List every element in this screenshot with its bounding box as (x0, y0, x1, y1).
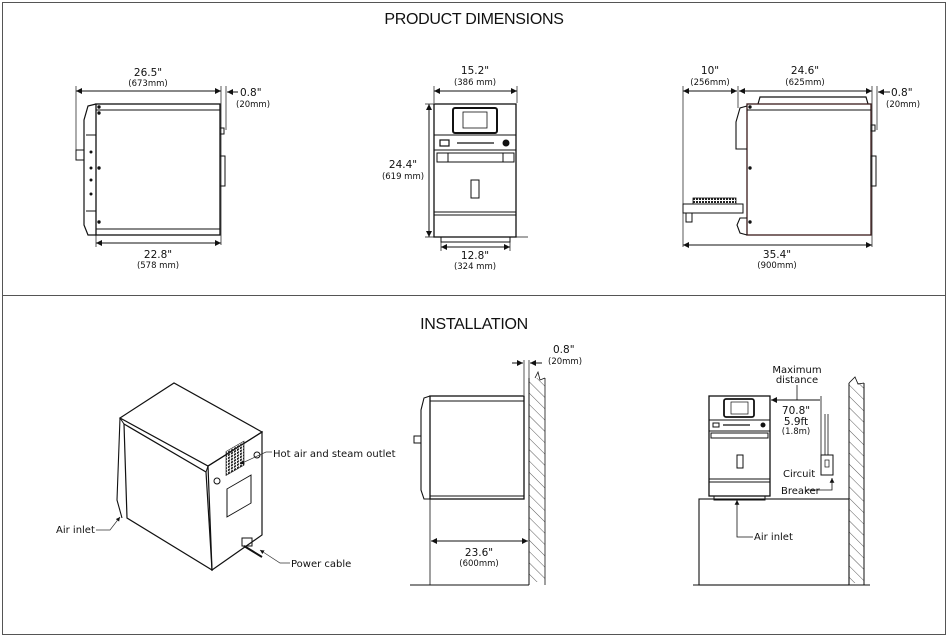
power-socket (241, 537, 253, 547)
distance-feet: 5.9ft (784, 416, 808, 428)
oven-front (708, 395, 771, 497)
wall-clearance-view (410, 360, 546, 586)
oven-body (95, 103, 221, 236)
rear-panel (226, 474, 252, 518)
installation-panel: INSTALLATION (2, 295, 946, 635)
overall-depth-metric: (673mm) (128, 79, 167, 89)
card-slot (439, 139, 450, 147)
door-open-view (682, 86, 890, 248)
wall (529, 378, 545, 582)
open-door (682, 203, 744, 214)
height-label: 24.4" (389, 159, 417, 171)
door-handle (75, 149, 85, 161)
wall-clearance-label: 0.8" (553, 344, 575, 356)
circuit-breaker (820, 454, 834, 476)
base-width-label: 12.8" (461, 250, 489, 262)
isometric-view (116, 382, 264, 572)
height-metric: (619 mm) (382, 172, 424, 182)
top-rail (757, 96, 869, 105)
rear-clearance-label: 0.8" (240, 87, 262, 99)
distance-meters: (1.8m) (782, 427, 810, 437)
oven-door (83, 103, 97, 236)
width-metric: (386 mm) (454, 78, 496, 88)
wall (849, 383, 864, 583)
counter-depth-label: 23.6" (465, 547, 493, 559)
door-window (470, 179, 480, 199)
hot-air-outlet-label: Hot air and steam outlet (273, 449, 396, 460)
power-cable-label: Power cable (291, 559, 351, 570)
overall-depth-label: 26.5" (134, 67, 162, 79)
oven-front (433, 103, 517, 238)
breaker-label-line2: Breaker (781, 486, 821, 497)
breaker-label-line1: Circuit (783, 469, 815, 480)
max-distance-line2: distance (776, 375, 818, 386)
exhaust-grille (225, 440, 245, 476)
air-inlet-label: Air inlet (754, 532, 793, 543)
distance-inches: 70.8" (782, 405, 810, 417)
side-view (75, 86, 238, 247)
air-inlet-label: Air inlet (56, 525, 95, 536)
rear-clearance-metric: (20mm) (236, 100, 270, 110)
oven-body (746, 103, 872, 236)
total-depth-label: 35.4" (763, 249, 791, 261)
door-handle-bar (436, 152, 515, 163)
body-depth-metric: (625mm) (785, 78, 824, 88)
front-view (425, 86, 528, 251)
door-depth-label: 10" (701, 65, 719, 77)
door-depth-metric: (256mm) (690, 78, 729, 88)
base-width-metric: (324 mm) (454, 262, 496, 272)
oven-body (429, 395, 525, 500)
body-depth-label: 22.8" (144, 249, 172, 261)
power-knob (502, 139, 510, 147)
oven-base (440, 236, 511, 243)
rear-clearance-metric: (20mm) (886, 100, 920, 110)
breaker-view (693, 376, 870, 586)
wall-clearance-metric: (20mm) (548, 357, 582, 367)
iso-callouts (96, 451, 290, 564)
section-title: PRODUCT DIMENSIONS (384, 11, 564, 28)
body-depth-metric: (578 mm) (137, 261, 179, 271)
counter-depth-metric: (600mm) (459, 559, 498, 569)
body-depth-label: 24.6" (791, 65, 819, 77)
rear-clearance-label: 0.8" (891, 87, 913, 99)
door-top (735, 105, 748, 150)
total-depth-metric: (900mm) (757, 261, 796, 271)
iso-side (123, 422, 213, 572)
width-label: 15.2" (461, 65, 489, 77)
max-distance-line1: Maximum (772, 365, 821, 376)
section-title: INSTALLATION (420, 316, 528, 333)
control-screen (452, 107, 498, 134)
